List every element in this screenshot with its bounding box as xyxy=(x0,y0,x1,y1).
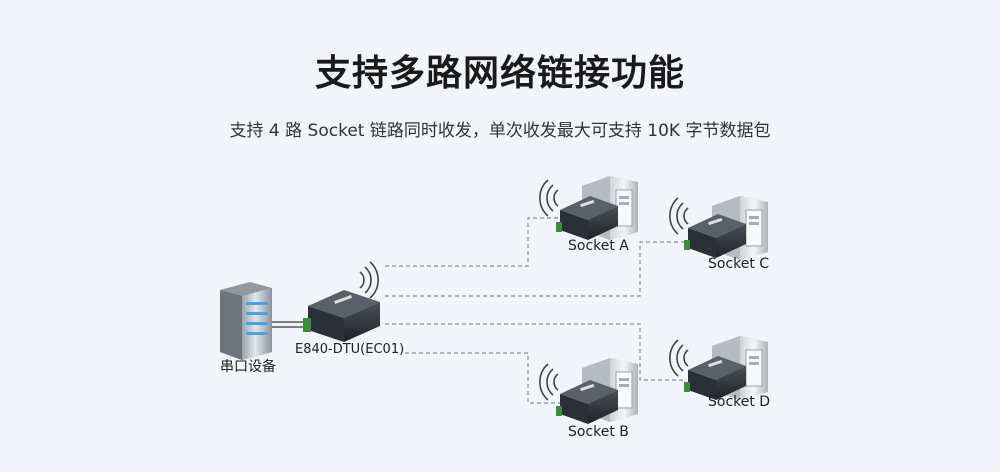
label-socket-a: Socket A xyxy=(568,238,629,254)
link-socket-d xyxy=(385,323,685,381)
serial-cable xyxy=(270,321,308,328)
socket-d-signal-icon xyxy=(669,339,689,377)
label-socket-d: Socket D xyxy=(708,394,771,410)
socket-a-group xyxy=(539,175,639,241)
dtu-signal-icon xyxy=(359,261,379,299)
page-subtitle: 支持 4 路 Socket 链路同时收发，单次收发最大可支持 10K 字节数据包 xyxy=(229,121,771,141)
socket-d-group xyxy=(669,335,769,401)
serial-device-icon xyxy=(220,282,272,360)
link-lines xyxy=(385,217,685,404)
page-title: 支持多路网络链接功能 xyxy=(314,53,685,94)
label-socket-b: Socket B xyxy=(568,424,629,440)
link-socket-a xyxy=(385,217,560,267)
link-socket-b xyxy=(405,352,560,404)
socket-c-group xyxy=(669,195,769,261)
socket-c-signal-icon xyxy=(669,197,689,235)
link-socket-c xyxy=(385,241,685,297)
label-socket-c: Socket C xyxy=(708,256,770,272)
socket-b-group xyxy=(539,357,639,424)
label-dtu: E840-DTU(EC01) xyxy=(295,342,405,357)
dtu-main-icon xyxy=(303,290,380,342)
socket-a-signal-icon xyxy=(539,179,559,217)
label-serial-device: 串口设备 xyxy=(220,359,276,375)
socket-b-signal-icon xyxy=(539,363,559,401)
